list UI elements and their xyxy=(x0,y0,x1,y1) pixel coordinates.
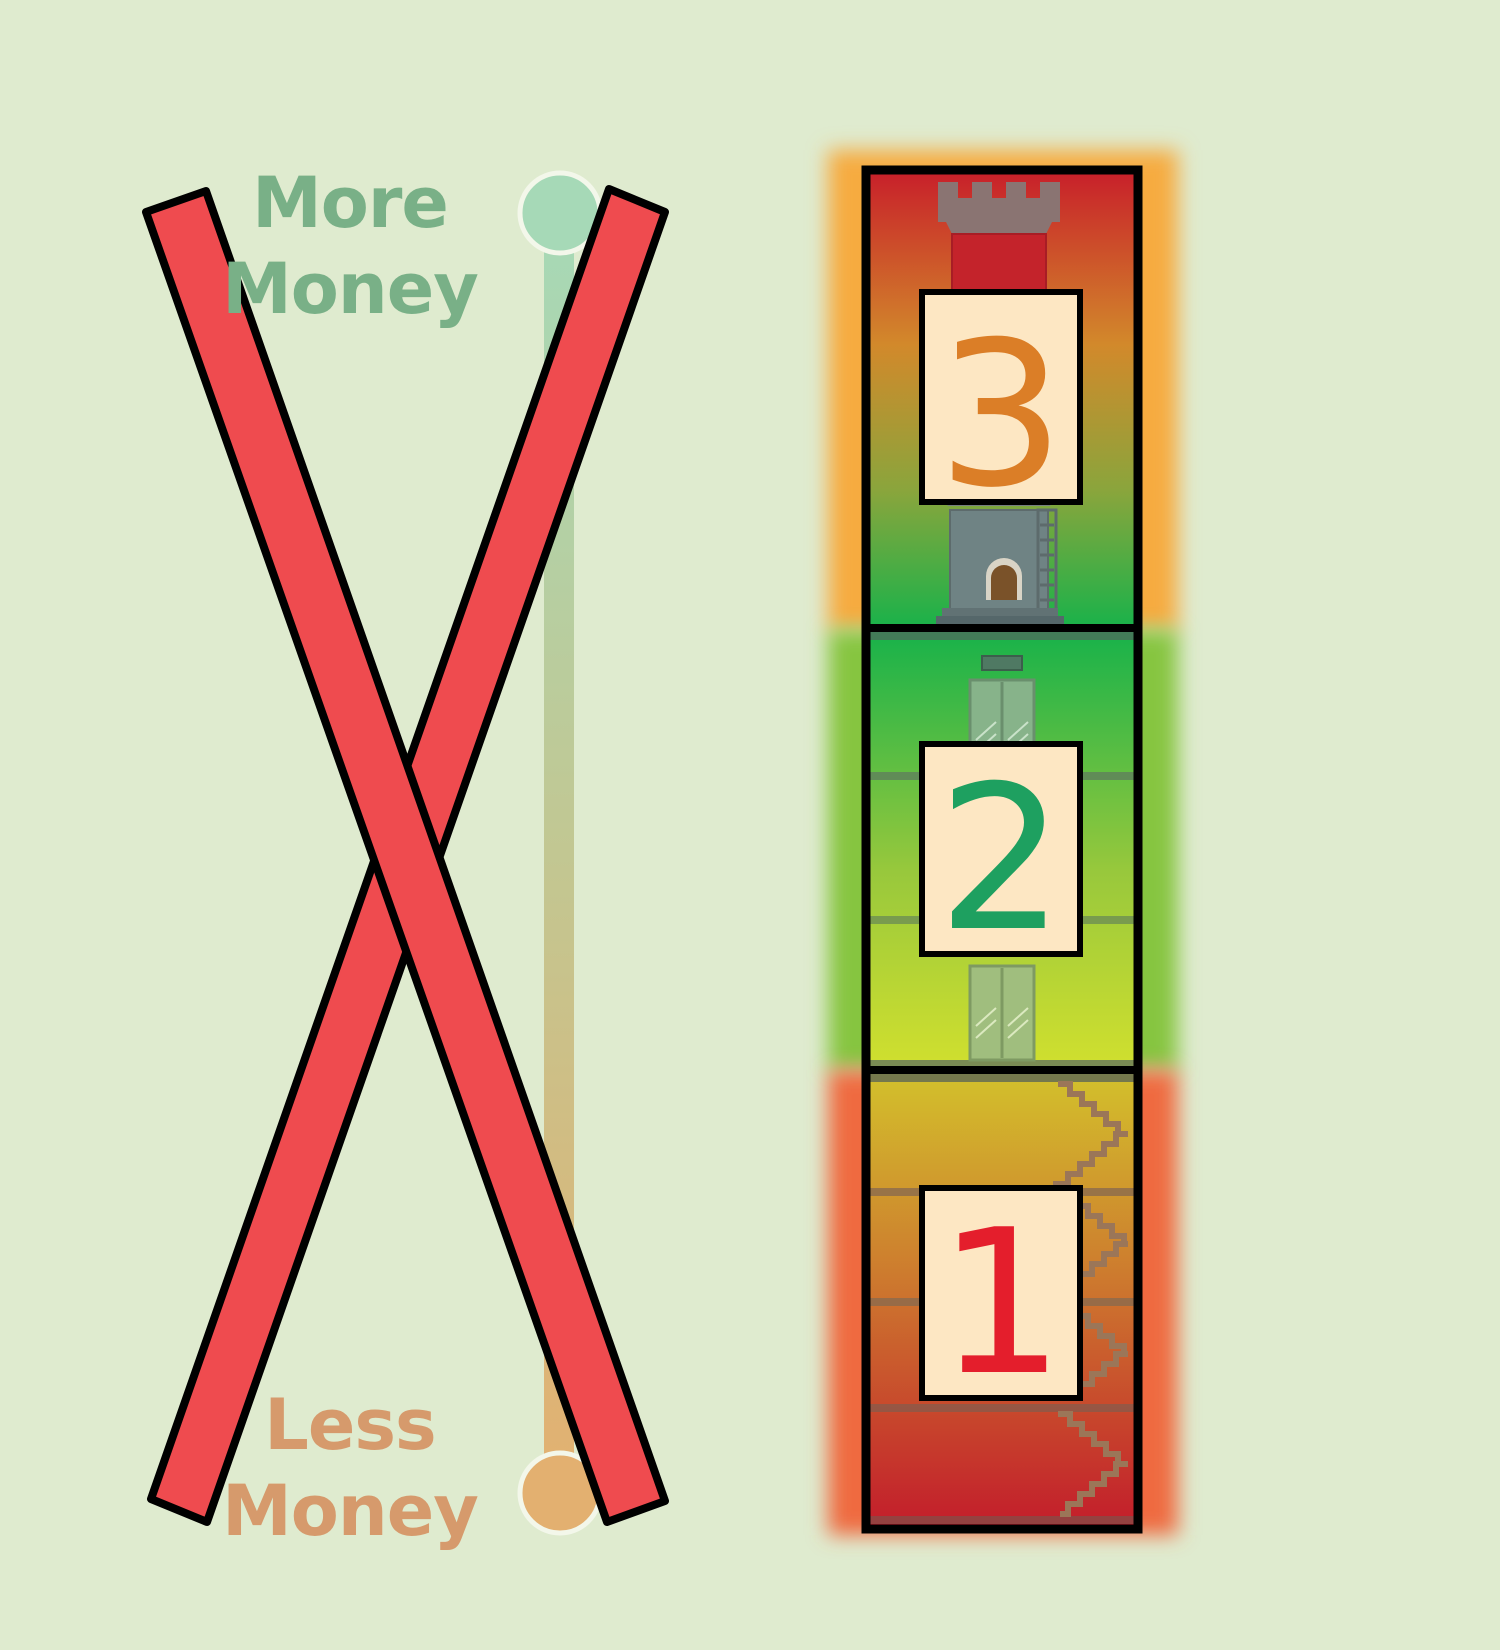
tier-column: 3 2 1 xyxy=(861,165,1143,1534)
cross-stroke-left xyxy=(142,187,669,1526)
number-card-2 xyxy=(919,741,1083,957)
number-card-1 xyxy=(919,1185,1083,1401)
tier-number-3: 3 xyxy=(937,299,1064,532)
cross-out-mark xyxy=(142,185,669,1526)
tier-number-2: 2 xyxy=(937,743,1064,976)
more-label-line1: More xyxy=(252,162,449,244)
less-label-line2: Money xyxy=(222,1470,479,1552)
tier-column-border xyxy=(861,165,1143,1534)
more-money-label: More Money xyxy=(200,160,500,332)
castle-tower-icon xyxy=(936,182,1064,624)
less-label-line1: Less xyxy=(264,1384,436,1466)
tier-3-panel xyxy=(868,172,1136,627)
less-money-label: Less Money xyxy=(200,1382,500,1554)
number-card-3 xyxy=(919,289,1083,505)
tier-number-1: 1 xyxy=(937,1187,1064,1420)
more-label-line2: Money xyxy=(222,248,479,330)
